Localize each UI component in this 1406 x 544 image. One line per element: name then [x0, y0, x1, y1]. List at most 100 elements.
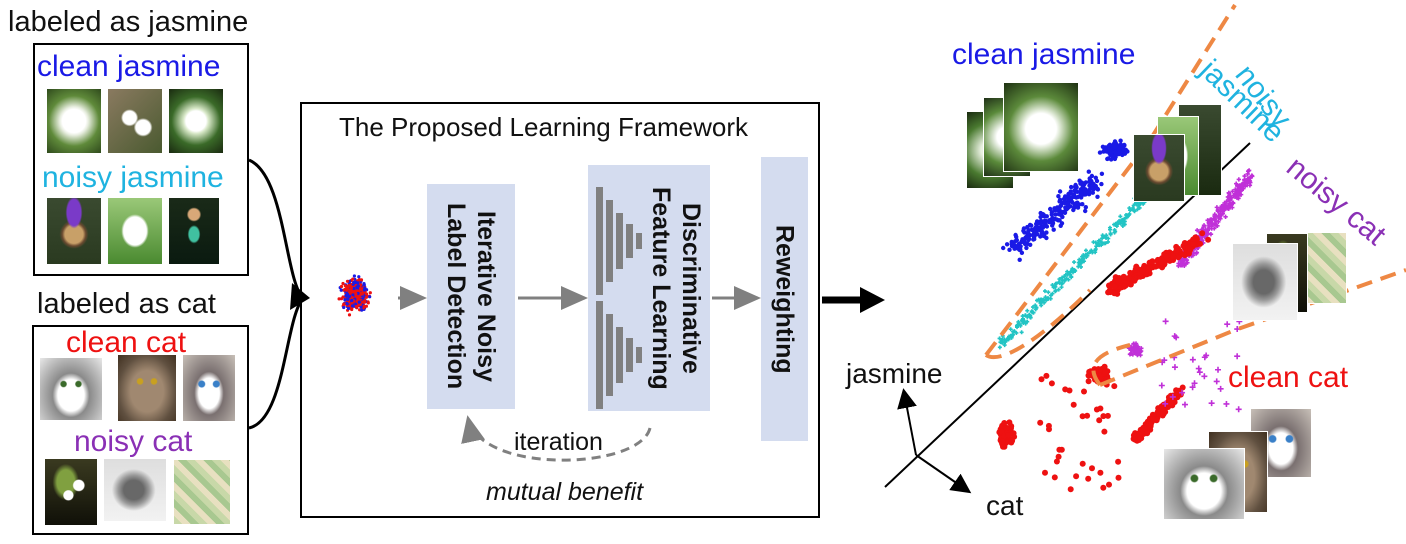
- clean-jasmine-point: [1025, 234, 1030, 239]
- noisy-jasmine-point: [1101, 234, 1106, 239]
- clean-jasmine-point: [1044, 214, 1050, 219]
- clean-cat-point: [1205, 236, 1212, 243]
- noisy-cat-label: noisy cat: [74, 425, 193, 458]
- noisy-cat-point: [1176, 261, 1181, 266]
- axis-cat-label: cat: [986, 490, 1024, 521]
- blob-point: [346, 306, 351, 311]
- clean-cat-point: [1038, 376, 1045, 383]
- clean-jasmine-point: [1090, 190, 1096, 195]
- noisy-jasmine-point: [1057, 277, 1062, 282]
- clean-cat-point: [1062, 386, 1069, 393]
- blob-point: [352, 274, 356, 278]
- clean-cat-point: [1154, 409, 1161, 416]
- jasmine-boundary: [984, 3, 1237, 357]
- noisy-cat-point: [1215, 223, 1220, 229]
- clean-cat-point: [1190, 241, 1197, 247]
- noisy-jasmine-point: [1122, 216, 1127, 221]
- clean-jasmine-point: [1107, 147, 1113, 152]
- noisy-jasmine-point: [1019, 330, 1024, 335]
- clean-jasmine-point: [1113, 152, 1118, 157]
- blob-point: [356, 295, 360, 299]
- noisy-cat-point: [1225, 194, 1231, 200]
- clean-jasmine-point: [1109, 157, 1114, 162]
- noisy-jasmine-point: [1042, 289, 1047, 294]
- noisy-cat-point: [1184, 257, 1190, 263]
- framework-title: The Proposed Learning Framework: [339, 112, 748, 142]
- noisy-jasmine-point: [1131, 203, 1136, 208]
- clean-jasmine-point: [1075, 200, 1080, 205]
- clean-jasmine-point: [1091, 181, 1096, 187]
- jasmine-group-header: labeled as jasmine: [8, 6, 249, 38]
- noisy-jasmine-point: [1046, 290, 1051, 295]
- clean-jasmine-point: [1080, 202, 1085, 207]
- clean-cat-point: [1085, 475, 1092, 482]
- noisy-cat-point: [1245, 179, 1250, 184]
- noisy-cat-point: [1194, 250, 1200, 255]
- clean-jasmine-point: [1065, 206, 1070, 211]
- clean-cat-point: [1048, 380, 1055, 387]
- noisy-cat-point: [1235, 406, 1242, 413]
- noisy-cat-point: [1201, 354, 1208, 361]
- blob-point: [345, 301, 349, 306]
- noisy-jasmine-point: [1002, 337, 1007, 342]
- noisy-jasmine-point: [1108, 232, 1113, 237]
- clean-cat-point: [1139, 268, 1146, 275]
- noisy-cat-point: [1208, 232, 1214, 237]
- clean-cat-point: [1005, 432, 1012, 439]
- cluster-clean-jasmine-image-1: [1003, 82, 1079, 172]
- blob-point: [366, 301, 370, 305]
- clean-jasmine-point: [1004, 242, 1010, 247]
- clean-cat-point: [1079, 413, 1086, 420]
- clean-cat-cluster-label: clean cat: [1228, 361, 1349, 394]
- clean-jasmine-point: [1032, 236, 1037, 242]
- clean-cat-point: [1137, 435, 1144, 442]
- noisy-cat-point: [1227, 197, 1232, 202]
- noisy-cat-point: [1242, 173, 1247, 179]
- noisy-cat-point: [1224, 204, 1229, 209]
- noisy-cat-point: [1224, 321, 1231, 328]
- iteration-label: iteration: [514, 428, 603, 456]
- noisy-cat-point: [1247, 183, 1253, 188]
- noisy-jasmine-point: [1130, 206, 1135, 211]
- noisy-cat-point: [1242, 183, 1248, 189]
- noisy-jasmine-point: [1051, 285, 1056, 290]
- noisy-cat-point: [1214, 205, 1220, 210]
- clean-cat-point: [1056, 446, 1063, 453]
- noisy-jasmine-point: [1007, 335, 1012, 340]
- clean-cat-point: [1158, 403, 1165, 410]
- noisy-jasmine-point: [1115, 220, 1120, 225]
- cluster-clean-cat-image-1: [1163, 448, 1245, 520]
- noisy-cat-point: [1236, 177, 1242, 182]
- clean-jasmine-point: [1057, 189, 1063, 194]
- clean-cat-point: [1199, 230, 1206, 237]
- clean-cat-point: [1158, 259, 1165, 266]
- clean-jasmine-point: [1057, 199, 1062, 204]
- clean-jasmine-point: [1086, 169, 1092, 174]
- clean-jasmine-point: [1030, 232, 1036, 238]
- clean-jasmine-point: [1089, 173, 1095, 179]
- clean-jasmine-point: [1119, 143, 1124, 149]
- clean-jasmine-point: [1056, 212, 1062, 217]
- noisy-jasmine-label: noisy jasmine: [42, 161, 224, 194]
- jasmine-noisy-boundary: [984, 288, 1092, 360]
- blob-point: [345, 292, 350, 296]
- noisy-jasmine-point: [1070, 266, 1075, 271]
- clean-cat-point: [1121, 283, 1128, 290]
- noisy-jasmine-point: [1103, 241, 1108, 246]
- noisy-jasmine-point: [1136, 203, 1141, 208]
- clean-jasmine-point: [1097, 150, 1103, 155]
- noisy-cat-point: [1127, 352, 1133, 357]
- clean-jasmine-point: [1042, 220, 1047, 225]
- clean-jasmine-point: [1081, 192, 1087, 197]
- jasmine-connector: [248, 158, 305, 300]
- clean-cat-point: [1010, 430, 1017, 437]
- clean-jasmine-point: [1069, 184, 1074, 190]
- clean-cat-point: [1000, 443, 1006, 450]
- noisy-cat-point: [1212, 226, 1217, 231]
- clean-jasmine-point: [1021, 228, 1026, 233]
- noisy-jasmine-point: [1008, 327, 1013, 332]
- noisy-jasmine-point: [1053, 288, 1058, 293]
- noisy-jasmine-point: [1012, 329, 1017, 334]
- clean-jasmine-label: clean jasmine: [37, 50, 221, 83]
